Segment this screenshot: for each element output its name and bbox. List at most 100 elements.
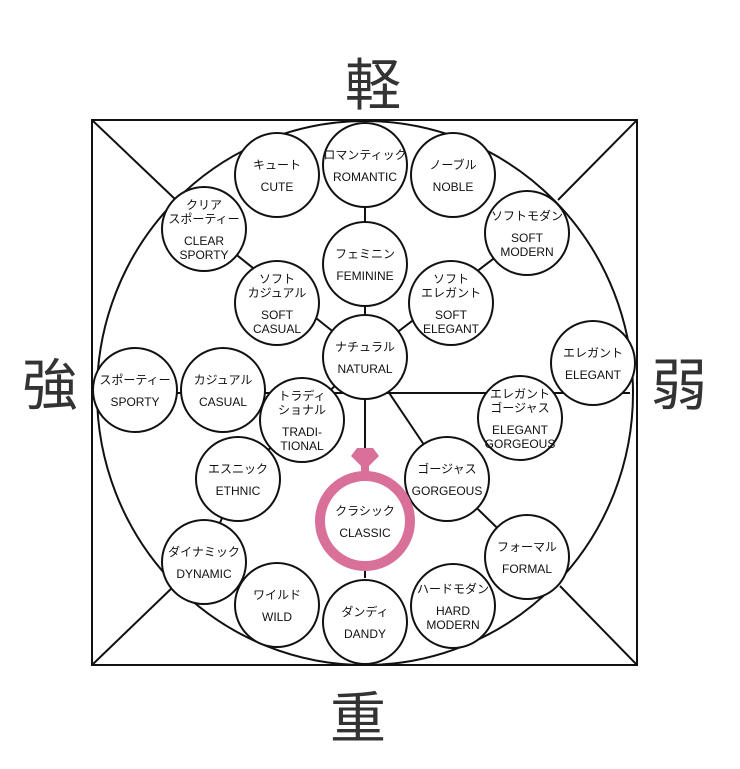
node-label-en: NOBLE xyxy=(433,180,474,194)
node-label-en: CUTE xyxy=(261,180,294,194)
node-label-jp: ゴージャス xyxy=(417,461,476,476)
node-label-en: ELEGANT xyxy=(492,423,549,437)
node-label-en: WILD xyxy=(262,610,292,624)
node-label-jp: エレガント xyxy=(563,346,623,360)
node-label-jp: ショナル xyxy=(278,403,326,417)
node-label-en: SPORTY xyxy=(179,248,228,262)
node-ethnic: エスニック ETHNIC xyxy=(195,436,281,522)
node-label-en: ETHNIC xyxy=(216,484,261,498)
node-circle xyxy=(259,377,345,463)
node-label-jp: ソフト xyxy=(433,272,469,286)
node-label-en: GORGEOUS xyxy=(412,484,483,498)
node-label-jp: キュート xyxy=(253,158,301,172)
node-label-jp: カジュアル xyxy=(248,286,307,300)
node-label-jp: フェミニン xyxy=(335,247,395,261)
node-label-jp: フォーマル xyxy=(497,540,557,554)
node-label-en: DANDY xyxy=(344,627,386,641)
node-cute: キュート CUTE xyxy=(234,132,320,218)
node-label-jp: トラディ xyxy=(278,388,325,403)
node-label-en: SPORTY xyxy=(110,395,159,409)
node-label-en: FEMININE xyxy=(336,269,393,283)
node-circle xyxy=(322,579,408,665)
node-label-jp: スポーティー xyxy=(99,373,170,387)
node-label-en: FORMAL xyxy=(502,562,552,576)
node-label-en: NATURAL xyxy=(337,362,392,376)
node-circle xyxy=(404,436,490,522)
node-label-en: DYNAMIC xyxy=(176,567,232,581)
node-label-jp: ナチュラル xyxy=(335,340,395,354)
node-label-jp: カジュアル xyxy=(194,373,253,387)
diagonal-bottom-right xyxy=(559,585,638,666)
node-circle xyxy=(322,314,408,400)
diagonal-top-right xyxy=(557,119,638,201)
node-label-en: CLASSIC xyxy=(339,526,391,540)
node-label-jp: スポーティー xyxy=(168,212,239,226)
node-label-en: GORGEOUS xyxy=(485,437,556,451)
node-label-en: CASUAL xyxy=(199,395,247,409)
node-label-en: MODERN xyxy=(426,618,479,632)
diagonal-bottom-left xyxy=(91,585,175,666)
node-circle xyxy=(410,563,496,649)
axis-label-right: 弱 xyxy=(651,354,707,419)
node-label-en: SOFT xyxy=(261,308,294,322)
nodes-layer: キュートCUTEロマンティックROMANTICノーブルNOBLEクリアスポーティ… xyxy=(92,122,636,665)
node-circle xyxy=(234,132,320,218)
node-circle xyxy=(92,347,178,433)
node-noble: ノーブル NOBLE xyxy=(410,132,496,218)
node-formal: フォーマル FORMAL xyxy=(484,514,570,600)
node-label-en: CASUAL xyxy=(253,322,301,336)
node-label-en: HARD xyxy=(436,604,470,618)
node-circle xyxy=(161,519,247,605)
node-circle xyxy=(161,186,247,272)
node-circle xyxy=(322,122,408,208)
node-label-jp: ダイナミック xyxy=(168,544,240,559)
diagonal-top-left xyxy=(91,119,177,201)
node-label-jp: ワイルド xyxy=(253,588,301,602)
node-label-en: TIONAL xyxy=(280,439,324,453)
node-circle xyxy=(484,514,570,600)
node-feminine: フェミニン FEMININE xyxy=(322,221,408,307)
node-label-jp: ソフト xyxy=(259,272,295,286)
node-label-en: SOFT xyxy=(435,308,468,322)
node-label-jp: ノーブル xyxy=(429,157,476,172)
node-circle xyxy=(180,347,266,433)
axis-label-left: 強 xyxy=(22,354,78,419)
node-casual: カジュアル CASUAL xyxy=(180,347,266,433)
node-dynamic: ダイナミック DYNAMIC xyxy=(161,519,247,605)
ring-circle xyxy=(315,471,415,571)
node-label-jp: ゴージャス xyxy=(490,400,549,415)
node-label-en: ROMANTIC xyxy=(333,170,397,184)
node-gorgeous: ゴージャス GORGEOUS xyxy=(404,436,490,522)
node-circle xyxy=(477,375,563,461)
node-label-jp: エレガント xyxy=(490,387,550,401)
node-circle xyxy=(484,190,570,276)
node-label-jp: ソフトモダン xyxy=(491,208,563,223)
node-label-en: CLEAR xyxy=(184,234,224,248)
node-sporty: スポーティー SPORTY xyxy=(92,347,178,433)
node-label-en: MODERN xyxy=(500,245,553,259)
node-label-jp: エスニック xyxy=(208,462,268,476)
node-circle xyxy=(550,320,636,406)
node-wild: ワイルド WILD xyxy=(234,562,320,648)
node-circle xyxy=(234,260,320,346)
node-label-en: ELEGANT xyxy=(423,322,480,336)
node-label-jp: クラシック xyxy=(335,504,395,518)
diamond-icon xyxy=(351,448,379,470)
node-label-en: SOFT xyxy=(511,231,544,245)
node-circle xyxy=(322,221,408,307)
node-classic: クラシック CLASSIC xyxy=(315,448,415,571)
axis-label-top: 軽 xyxy=(345,54,401,119)
node-circle xyxy=(410,132,496,218)
node-label-en: TRADI- xyxy=(282,425,322,439)
node-circle xyxy=(195,436,281,522)
